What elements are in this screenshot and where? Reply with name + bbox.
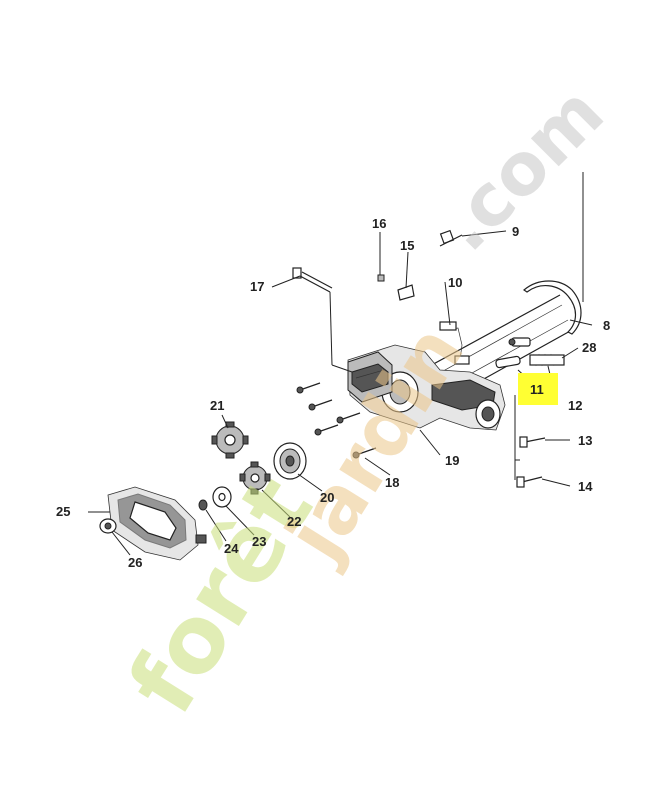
- callout-26: 26: [128, 555, 142, 570]
- callout-17: 17: [250, 279, 264, 294]
- bolt-9: [439, 229, 463, 247]
- cover-25: [107, 486, 207, 561]
- callout-25: 25: [56, 504, 70, 519]
- screw-13: [519, 436, 546, 448]
- callout-labels: 8 9 10 11 12 13 14 15 16 17 18 19 20 21 …: [56, 216, 610, 570]
- spring-12: [529, 353, 565, 367]
- callout-10: 10: [448, 275, 462, 290]
- nut-26: [99, 518, 117, 534]
- gear-20: [273, 442, 307, 480]
- callout-28: 28: [582, 340, 596, 355]
- callout-11: 11: [530, 382, 544, 397]
- callout-9: 9: [512, 224, 519, 239]
- long-bolt: [292, 267, 333, 293]
- callout-14: 14: [578, 479, 593, 494]
- clamp-ring: [523, 280, 582, 335]
- callout-23: 23: [252, 534, 266, 549]
- small-nut: [377, 274, 385, 282]
- watermark-text-3: .com: [423, 70, 620, 267]
- callout-13: 13: [578, 433, 592, 448]
- callout-19: 19: [445, 453, 459, 468]
- callout-16: 16: [372, 216, 386, 231]
- callout-24: 24: [224, 541, 239, 556]
- cable-10: [439, 321, 470, 365]
- callout-12: 12: [568, 398, 582, 413]
- sprocket-21: [211, 421, 249, 459]
- callout-21: 21: [210, 398, 224, 413]
- screws-left: [296, 382, 377, 459]
- callout-11-highlight: [518, 373, 558, 405]
- callout-8: 8: [603, 318, 610, 333]
- sprocket-22: [239, 461, 271, 495]
- callout-20: 20: [320, 490, 334, 505]
- washer-23: [212, 486, 232, 508]
- nut-24: [198, 499, 208, 511]
- watermark-text-2: jardin: [268, 310, 482, 577]
- callout-15: 15: [400, 238, 414, 253]
- screw-14: [516, 476, 543, 488]
- clip-15: [397, 284, 415, 301]
- callout-22: 22: [287, 514, 301, 529]
- bracket-block: [347, 351, 393, 403]
- part-28: [508, 337, 531, 347]
- callout-18: 18: [385, 475, 399, 490]
- pin-11: [495, 355, 521, 369]
